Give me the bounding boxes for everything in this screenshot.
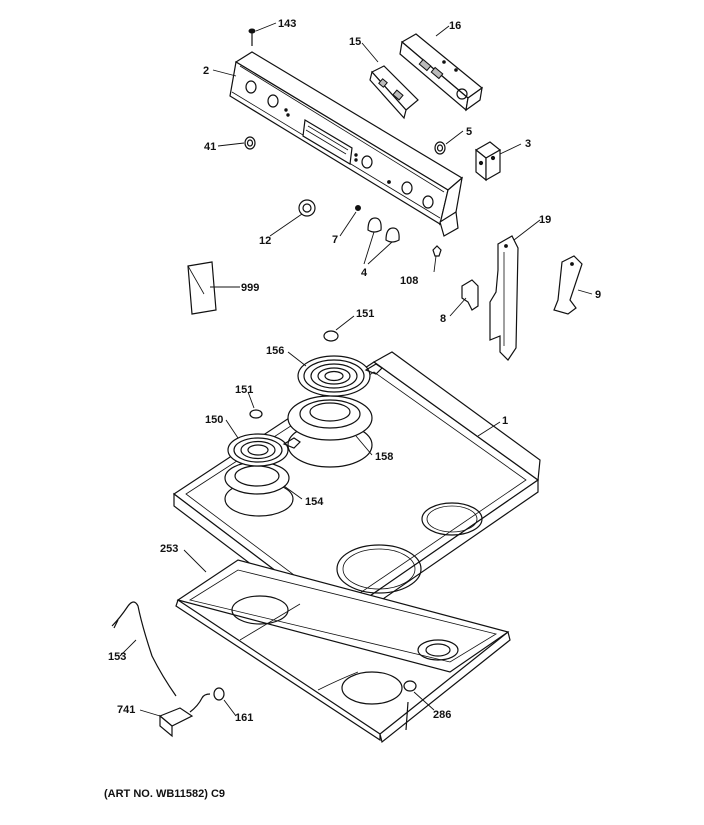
grommet-part [213, 687, 225, 701]
callout-153: 153 [108, 651, 126, 663]
indicator-part-7 [355, 205, 361, 211]
callout-156: 156 [266, 345, 284, 357]
callout-158: 158 [375, 451, 393, 463]
callout-7: 7 [332, 234, 338, 246]
clip-part-108 [432, 245, 442, 257]
knob-part-5 [434, 141, 446, 155]
clock-control-board-part [399, 33, 483, 112]
wire-harness-part [111, 601, 177, 697]
art-number-caption: (ART NO. WB11582) C9 [104, 788, 226, 800]
callout-108: 108 [400, 275, 418, 287]
callout-4: 4 [361, 267, 368, 279]
leader-lines [119, 22, 593, 717]
circuit-board-part [369, 65, 419, 120]
literature-envelope-part [187, 261, 217, 315]
callout-150: 150 [205, 414, 223, 426]
burner-box-bottom [175, 559, 511, 744]
switch-part [403, 680, 417, 731]
callout-161: 161 [235, 712, 253, 724]
surface-element-small [224, 433, 301, 495]
callout-12: 12 [259, 235, 271, 247]
callout-2: 2 [203, 65, 209, 77]
callout-151-front: 151 [235, 384, 253, 396]
bracket-clip-part [474, 141, 502, 182]
callout-9: 9 [595, 289, 601, 301]
side-bracket-part-19 [489, 235, 519, 361]
callout-151-rear: 151 [356, 308, 374, 320]
callout-3: 3 [525, 138, 531, 150]
callout-8: 8 [440, 313, 446, 325]
callout-labels: 143 16 15 2 41 5 3 12 7 4 108 19 999 8 9… [108, 18, 601, 724]
knob-part-4 [367, 217, 400, 243]
callout-16: 16 [449, 20, 461, 32]
callout-1: 1 [502, 415, 508, 427]
callout-5: 5 [466, 126, 472, 138]
callout-253: 253 [160, 543, 178, 555]
callout-19: 19 [539, 214, 551, 226]
screw-part [248, 28, 256, 46]
center-cap-part-rear [323, 330, 339, 342]
callout-143: 143 [278, 18, 296, 30]
hinge-bracket-part-9 [553, 255, 583, 315]
callout-41: 41 [204, 141, 216, 153]
knob-part-12 [298, 199, 316, 217]
callout-741: 741 [117, 704, 135, 716]
callout-154: 154 [305, 496, 324, 508]
surface-element-large [287, 355, 383, 441]
callout-999: 999 [241, 282, 259, 294]
bracket-part-8 [461, 279, 479, 311]
callout-286: 286 [433, 709, 451, 721]
center-cap-part-front [249, 409, 263, 419]
callout-15: 15 [349, 36, 361, 48]
terminal-block-part [158, 693, 211, 738]
knob-part-41 [244, 136, 256, 150]
control-panel-backsplash [229, 51, 464, 237]
